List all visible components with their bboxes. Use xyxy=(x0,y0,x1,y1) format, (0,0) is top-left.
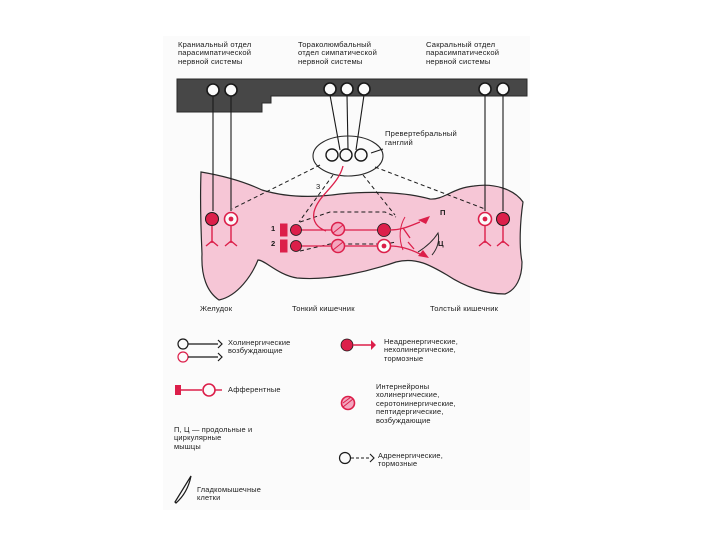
stomach-neurons xyxy=(205,211,239,247)
legend-afferent-symbol xyxy=(175,383,222,397)
ganglion-neurons xyxy=(325,148,368,162)
legend-adrenergic-symbol xyxy=(338,451,375,465)
enteric-circuit xyxy=(280,216,430,258)
legend-interneurons-text: Интернейроны холинергические, серотонине… xyxy=(376,382,456,425)
label-3: 3 xyxy=(316,182,321,191)
label-circular: Ц xyxy=(438,239,444,248)
label-longitudinal: П xyxy=(440,208,446,217)
small-intestine-label: Тонкий кишечник xyxy=(292,304,355,313)
prevertebral-ganglion-label: Превертебральный ганглий xyxy=(385,129,457,147)
descending-fibers xyxy=(212,94,504,211)
legend-interneuron-symbol xyxy=(340,395,356,411)
legend-smooth-muscle-text: Гладкомышечные клетки xyxy=(197,485,262,503)
legend-cholinergic-symbol xyxy=(177,338,223,363)
large-intestine-label: Толстый кишечник xyxy=(430,304,499,313)
sensory-fiber-3 xyxy=(312,165,344,232)
header-sacral-label: Сакральный отдел парасимпатической нервн… xyxy=(426,40,500,66)
legend-afferent-text: Афферентные xyxy=(228,385,281,394)
header-cranial-label: Краниальный отдел парасимпатической нерв… xyxy=(178,40,252,66)
dashed-projections xyxy=(231,164,486,252)
legend-cholinergic-text: Холинергические возбуждающие xyxy=(228,338,291,356)
gut-body xyxy=(199,171,524,301)
spinal-cord-bar xyxy=(176,78,528,113)
legend-nonadrenergic-text: Неадренергические, нехолинергические, то… xyxy=(384,337,458,363)
legend-muscles-text: П, Ц — продольные и циркулярные мышцы xyxy=(174,425,253,451)
label-2: 2 xyxy=(271,239,276,248)
legend-adrenergic-text: Адренергические, тормозные xyxy=(378,451,443,469)
legend-nonadrenergic-symbol xyxy=(340,338,376,352)
gut-lumen-fold xyxy=(417,231,440,256)
header-thoracolumbar-label: Тораколюмбальный отдел симпатической нер… xyxy=(298,40,378,66)
stomach-label: Желудок xyxy=(200,304,233,313)
ganglion-pointer xyxy=(370,148,384,154)
label-1: 1 xyxy=(271,224,276,233)
large-intestine-neurons xyxy=(477,211,510,247)
legend-smooth-muscle-symbol xyxy=(174,475,192,504)
prevertebral-ganglion xyxy=(312,135,384,177)
